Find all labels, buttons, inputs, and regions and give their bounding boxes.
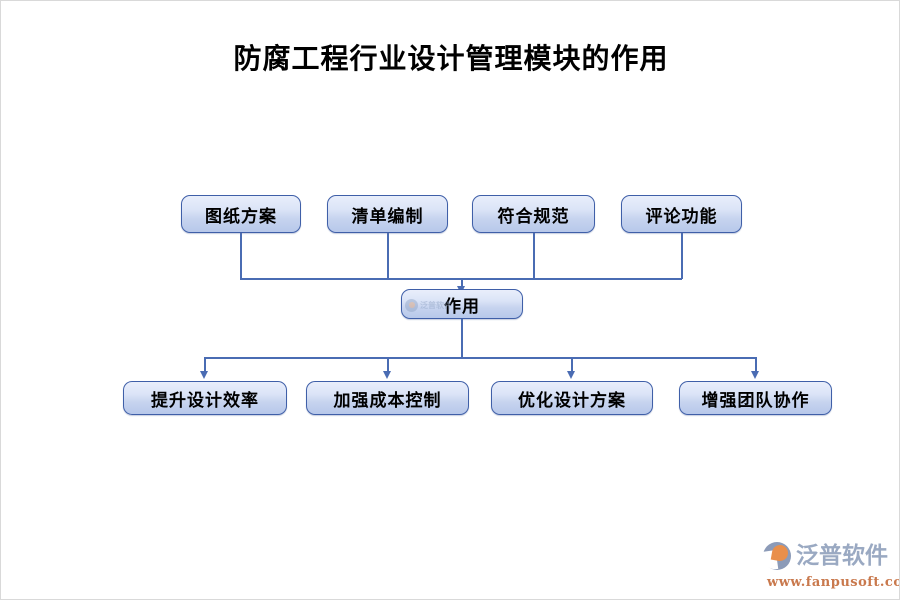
connector-top-2-vertical xyxy=(387,233,389,279)
arrow-into-bottom-3 xyxy=(567,371,575,379)
connector-top-3-vertical xyxy=(533,233,535,279)
arrow-into-bottom-4 xyxy=(751,371,759,379)
connector-center-out-stem xyxy=(461,318,463,358)
node-bottom-3[interactable]: 优化设计方案 xyxy=(491,381,653,415)
node-bottom-4[interactable]: 增强团队协作 xyxy=(679,381,832,415)
node-top-3-label: 符合规范 xyxy=(497,206,570,227)
node-top-3[interactable]: 符合规范 xyxy=(472,195,595,233)
arrow-into-bottom-2 xyxy=(383,371,391,379)
brand-logo-row: 泛普软件 xyxy=(760,539,893,573)
connector-bottom-bus xyxy=(204,357,755,359)
node-bottom-1[interactable]: 提升设计效率 xyxy=(123,381,287,415)
connector-bottom-3-vertical xyxy=(571,357,573,373)
connector-top-1-vertical xyxy=(240,233,242,279)
node-top-2[interactable]: 清单编制 xyxy=(327,195,448,233)
page-title: 防腐工程行业设计管理模块的作用 xyxy=(233,42,669,75)
node-bottom-4-label: 增强团队协作 xyxy=(701,390,810,411)
connector-bottom-4-vertical xyxy=(755,357,757,373)
connector-bottom-2-vertical xyxy=(387,357,389,373)
brand-name: 泛普软件 xyxy=(796,542,888,569)
node-bottom-1-label: 提升设计效率 xyxy=(151,390,259,411)
node-center[interactable]: 作用 xyxy=(401,289,523,319)
fanpu-swoosh-icon xyxy=(760,541,793,571)
arrow-into-bottom-1 xyxy=(200,371,208,379)
node-top-1-label: 图纸方案 xyxy=(205,206,277,227)
brand-url: www.fanpusoft.com xyxy=(767,575,899,590)
connector-bottom-1-vertical xyxy=(204,357,206,373)
node-top-4[interactable]: 评论功能 xyxy=(621,195,742,233)
node-top-4-label: 评论功能 xyxy=(645,206,718,227)
node-bottom-2-label: 加强成本控制 xyxy=(333,390,442,411)
node-top-1[interactable]: 图纸方案 xyxy=(181,195,301,233)
node-bottom-3-label: 优化设计方案 xyxy=(518,390,626,411)
brand-logo: 泛普软件 www.fanpusoft.com xyxy=(760,539,899,595)
node-center-label: 作用 xyxy=(444,296,480,317)
node-bottom-2[interactable]: 加强成本控制 xyxy=(306,381,469,415)
connector-top-4-vertical xyxy=(681,233,683,279)
node-top-2-label: 清单编制 xyxy=(351,206,424,227)
connector-center-in-stem xyxy=(461,278,463,289)
